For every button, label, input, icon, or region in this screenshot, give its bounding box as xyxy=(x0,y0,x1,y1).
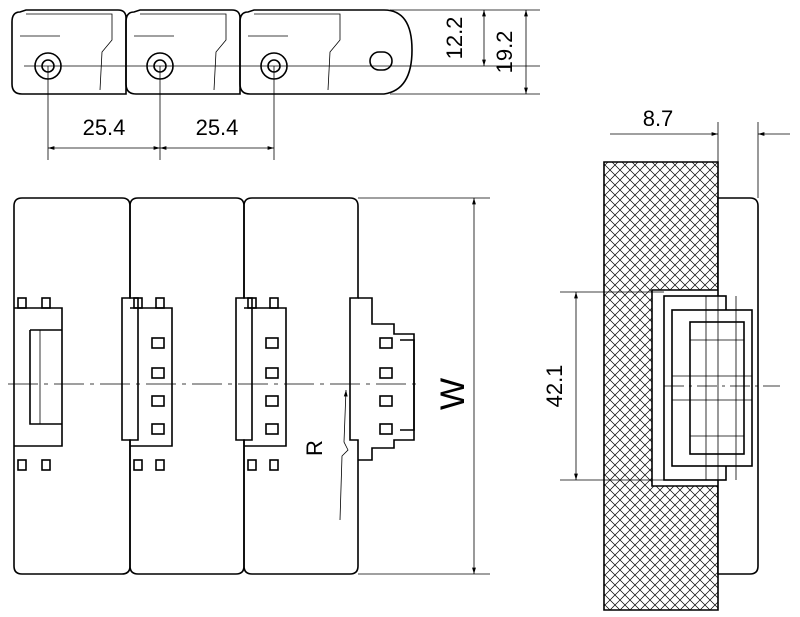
offset-label: 8.7 xyxy=(643,106,674,131)
pitch-dimension-right: 25.4 xyxy=(160,115,274,150)
height-dimension-total: 19.2 xyxy=(492,10,528,94)
guide-height-dimension: 42.1 xyxy=(542,291,664,481)
pitch-right-label: 25.4 xyxy=(196,115,239,140)
plan-plate-2 xyxy=(129,197,245,575)
plan-plate-1 xyxy=(13,197,131,575)
plan-view-chain xyxy=(8,197,490,575)
cross-section-view xyxy=(603,161,780,611)
chain-link-1 xyxy=(11,9,127,95)
plan-plate-3 xyxy=(243,197,359,575)
height-inner-label: 12.2 xyxy=(442,17,467,60)
width-label: W xyxy=(434,378,472,410)
guide-height-label: 42.1 xyxy=(542,365,567,408)
pitch-dimension-left: 25.4 xyxy=(48,115,160,150)
side-view-chain xyxy=(11,9,540,160)
radius-annotation: R xyxy=(302,389,349,521)
plan-plate-end xyxy=(358,297,415,461)
radius-label: R xyxy=(302,440,327,456)
height-dimension-inner: 12.2 xyxy=(442,10,486,66)
chain-link-3 xyxy=(239,9,413,95)
height-total-label: 19.2 xyxy=(492,31,517,74)
offset-dimension: 8.7 xyxy=(610,106,790,198)
width-dimension: W xyxy=(434,198,476,574)
pitch-left-label: 25.4 xyxy=(83,115,126,140)
chain-link-2 xyxy=(125,9,241,95)
